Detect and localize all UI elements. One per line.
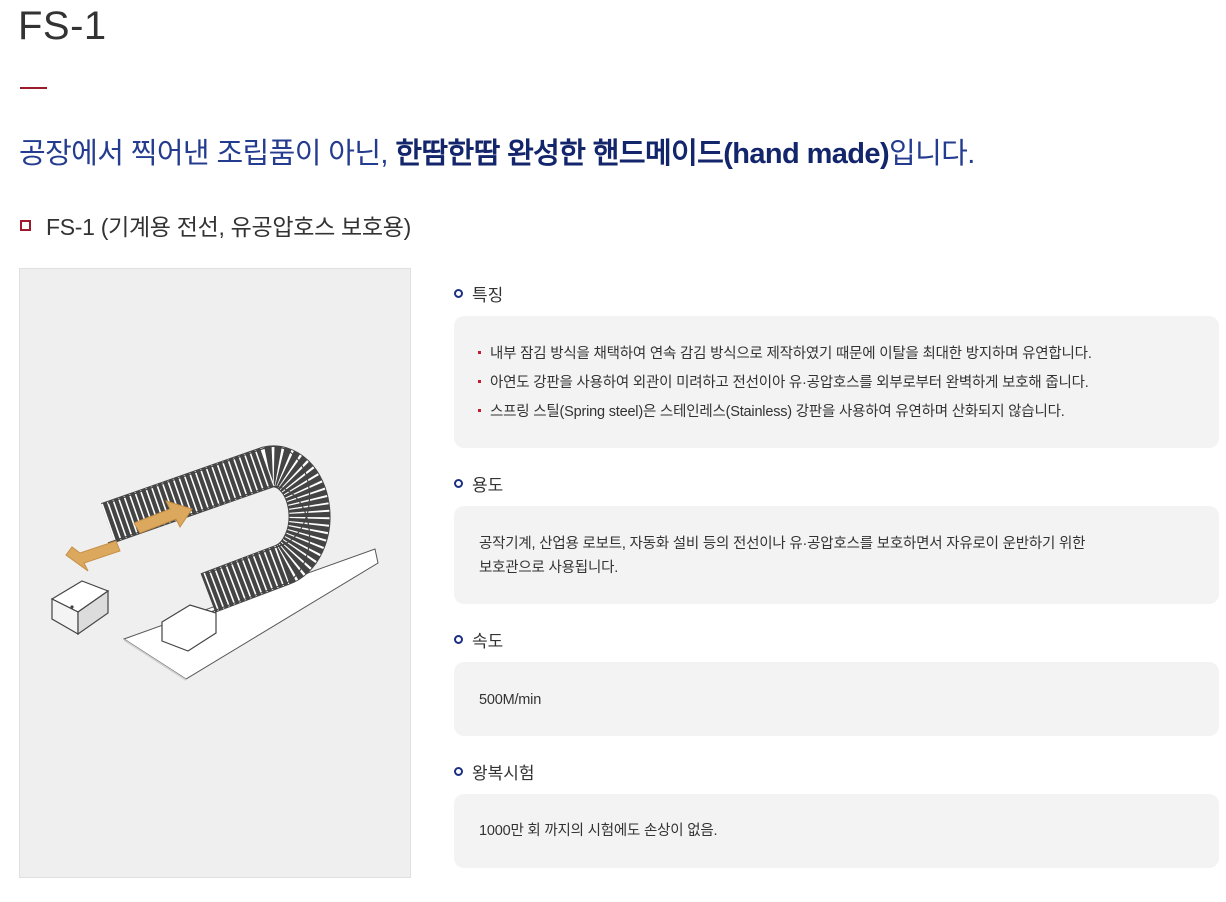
features-item: 내부 잠김 방식을 채택하여 연속 감김 방식으로 제작하였기 때문에 이탈을 …	[478, 340, 1219, 369]
headline-bold: 한땀한땀 완성한 핸드메이드(hand made)	[395, 138, 890, 170]
page-title: FS-1	[18, 4, 107, 48]
durability-text: 1000만 회 까지의 시험에도 손상이 없음.	[479, 823, 718, 839]
features-panel: 내부 잠김 방식을 채택하여 연속 감김 방식으로 제작하였기 때문에 이탈을 …	[454, 316, 1219, 448]
headline-normal: 공장에서 찍어낸 조립품이 아닌,	[19, 138, 396, 170]
durability-panel: 1000만 회 까지의 시험에도 손상이 없음.	[454, 794, 1219, 868]
ring-bullet-icon	[454, 289, 463, 298]
durability-heading: 왕복시험	[454, 759, 535, 784]
features-title: 특징	[472, 286, 504, 305]
ring-bullet-icon	[454, 635, 463, 644]
usage-heading: 용도	[454, 471, 503, 496]
usage-panel: 공작기계, 산업용 로보트, 자동화 설비 등의 전선이나 유·공압호스를 보호…	[454, 506, 1219, 604]
title-divider	[20, 87, 47, 89]
speed-title: 속도	[472, 632, 504, 651]
product-section-title: FS-1 (기계용 전선, 유공압호스 보호용)	[46, 214, 411, 240]
headline-tail: 입니다.	[889, 138, 975, 170]
features-list: 내부 잠김 방식을 채택하여 연속 감김 방식으로 제작하였기 때문에 이탈을 …	[454, 316, 1219, 427]
ring-bullet-icon	[454, 767, 463, 776]
product-section-heading: FS-1 (기계용 전선, 유공압호스 보호용)	[20, 208, 411, 242]
features-item: 아연도 강판을 사용하여 외관이 미려하고 전선이아 유·공압호스를 외부로부터…	[478, 369, 1219, 398]
square-bullet-icon	[20, 219, 31, 231]
product-image	[19, 268, 411, 878]
headline: 공장에서 찍어낸 조립품이 아닌, 한땀한땀 완성한 핸드메이드(hand ma…	[19, 130, 975, 172]
usage-title: 용도	[472, 476, 504, 495]
speed-heading: 속도	[454, 627, 503, 652]
ring-bullet-icon	[454, 479, 463, 488]
speed-text: 500M/min	[479, 692, 542, 708]
durability-title: 왕복시험	[472, 764, 535, 783]
features-item: 스프링 스틸(Spring steel)은 스테인레스(Stainless) 강…	[478, 398, 1219, 427]
speed-panel: 500M/min	[454, 662, 1219, 736]
features-heading: 특징	[454, 281, 503, 306]
usage-text: 공작기계, 산업용 로보트, 자동화 설비 등의 전선이나 유·공압호스를 보호…	[479, 536, 1086, 576]
cable-carrier-illustration	[50, 445, 379, 681]
